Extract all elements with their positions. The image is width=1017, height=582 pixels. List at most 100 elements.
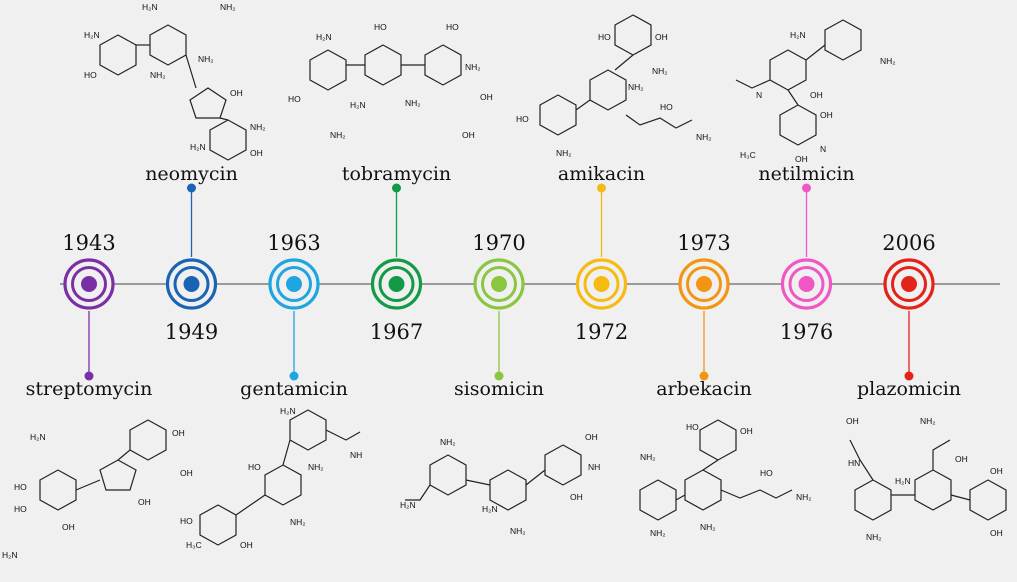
- atom-label: HO: [760, 468, 773, 478]
- atom-label: OH: [955, 454, 968, 464]
- atom-label: HN: [848, 458, 860, 468]
- connector-dot: [494, 371, 504, 381]
- antibiotic-name: streptomycin: [26, 378, 153, 400]
- arbekacin-structure: HO OH NH₂ NH₂ NH₂ HO NH₂: [639, 419, 812, 538]
- atom-label: OH: [846, 416, 859, 426]
- connector-dot: [699, 371, 709, 381]
- atom-label: NH₂: [465, 62, 481, 72]
- atom-label: OH: [585, 432, 598, 442]
- center-dot: [901, 276, 917, 292]
- plazomicin-structure: OH HN NH₂ OH H₂N NH₂ OH OH: [846, 416, 1007, 542]
- connector-dot: [289, 371, 299, 381]
- antibiotic-name: netilmicin: [758, 163, 854, 185]
- atom-label: NH₂: [796, 492, 812, 502]
- year-label: 1949: [165, 320, 218, 344]
- atom-label: HO: [14, 504, 27, 514]
- atom-label: NH₂: [696, 132, 712, 142]
- amikacin-structure: HO OH NH₂ NH₂ HO NH₂ HO NH₂: [516, 14, 712, 158]
- atom-label: HO: [84, 70, 97, 80]
- antibiotic-name: sisomicin: [454, 378, 544, 400]
- atom-label: HO: [446, 22, 459, 32]
- atom-label: H₂N: [142, 2, 158, 12]
- milestone-tobramycin: 1967 tobramycin: [342, 163, 451, 344]
- atom-label: NH₂: [290, 517, 306, 527]
- connector-dot: [84, 371, 94, 381]
- year-label: 1963: [267, 231, 320, 255]
- atom-label: HO: [686, 422, 699, 432]
- atom-label: NH₂: [308, 462, 324, 472]
- year-label: 1967: [370, 320, 423, 344]
- atom-label: H₂N: [316, 32, 332, 42]
- year-label: 2006: [882, 231, 935, 255]
- milestone-sisomicin: 1970 sisomicin: [454, 231, 544, 400]
- atom-label: NH₂: [198, 54, 214, 64]
- connector-dot: [597, 183, 606, 193]
- atom-label: NH₂: [250, 122, 266, 132]
- year-label: 1970: [472, 231, 525, 255]
- atom-label: NH: [588, 462, 600, 472]
- atom-label: H₃C: [740, 150, 756, 160]
- antibiotic-name: gentamicin: [240, 378, 348, 400]
- atom-label: N: [820, 144, 826, 154]
- atom-label: NH₂: [700, 522, 716, 532]
- center-dot: [696, 276, 712, 292]
- atom-label: H₂N: [350, 100, 366, 110]
- atom-label: NH₂: [405, 98, 421, 108]
- atom-label: NH₂: [640, 452, 656, 462]
- atom-label: HO: [660, 102, 673, 112]
- atom-label: OH: [990, 466, 1003, 476]
- atom-label: OH: [655, 32, 668, 42]
- neomycin-structure: H₂N NH₂ H₂N HO NH₂ NH₂ OH NH₂ H₂N OH: [84, 2, 266, 161]
- atom-label: NH₂: [510, 526, 526, 536]
- atom-label: H₂N: [30, 432, 46, 442]
- atom-label: OH: [240, 540, 253, 550]
- center-dot: [286, 276, 302, 292]
- gentamicin-structure: H₂N HO NH₂ NH₂ HO H₃C OH NH: [180, 406, 362, 550]
- atom-label: OH: [172, 428, 185, 438]
- tobramycin-structure: H₂N HO HO HO H₂N NH₂ NH₂ OH NH₂ OH: [288, 22, 493, 140]
- netilmicin-structure: H₂N NH₂ N OH OH H₃C OH N: [735, 19, 896, 164]
- atom-label: OH: [180, 468, 193, 478]
- atom-label: NH₂: [920, 416, 936, 426]
- center-dot: [798, 276, 815, 292]
- atom-label: NH₂: [628, 82, 644, 92]
- milestone-streptomycin: 1943 streptomycin: [26, 231, 153, 400]
- atom-label: OH: [138, 497, 151, 507]
- atom-label: NH₂: [150, 70, 166, 80]
- atom-label: OH: [250, 148, 263, 158]
- atom-label: NH₂: [440, 437, 456, 447]
- center-dot: [388, 276, 405, 292]
- atom-label: H₂N: [400, 500, 416, 510]
- center-dot: [81, 276, 97, 292]
- antibiotic-name: tobramycin: [342, 163, 451, 185]
- atom-label: HO: [374, 22, 387, 32]
- atom-label: NH₂: [220, 2, 236, 12]
- atom-label: OH: [570, 492, 583, 502]
- antibiotic-name: neomycin: [145, 163, 238, 185]
- atom-label: H₂N: [190, 142, 206, 152]
- atom-label: H₂N: [2, 550, 18, 560]
- milestones: 1943 streptomycin 1949 neomycin 1963 gentamic…: [26, 163, 961, 400]
- atom-label: OH: [740, 426, 753, 436]
- milestone-plazomicin: 2006 plazomicin: [857, 231, 961, 400]
- year-label: 1943: [62, 231, 115, 255]
- connector-dot: [187, 183, 196, 193]
- atom-label: N: [756, 90, 762, 100]
- atom-label: H₂N: [280, 406, 296, 416]
- center-dot: [491, 276, 507, 292]
- atom-label: NH₂: [556, 148, 572, 158]
- atom-label: OH: [62, 522, 75, 532]
- year-label: 1973: [677, 231, 730, 255]
- center-dot: [593, 276, 610, 292]
- atom-label: NH₂: [330, 130, 346, 140]
- atom-label: OH: [810, 90, 823, 100]
- atom-label: OH: [820, 110, 833, 120]
- atom-label: OH: [990, 528, 1003, 538]
- atom-label: NH: [350, 450, 362, 460]
- antibiotic-name: plazomicin: [857, 378, 961, 400]
- atom-label: NH₂: [866, 532, 882, 542]
- atom-label: H₂N: [84, 30, 100, 40]
